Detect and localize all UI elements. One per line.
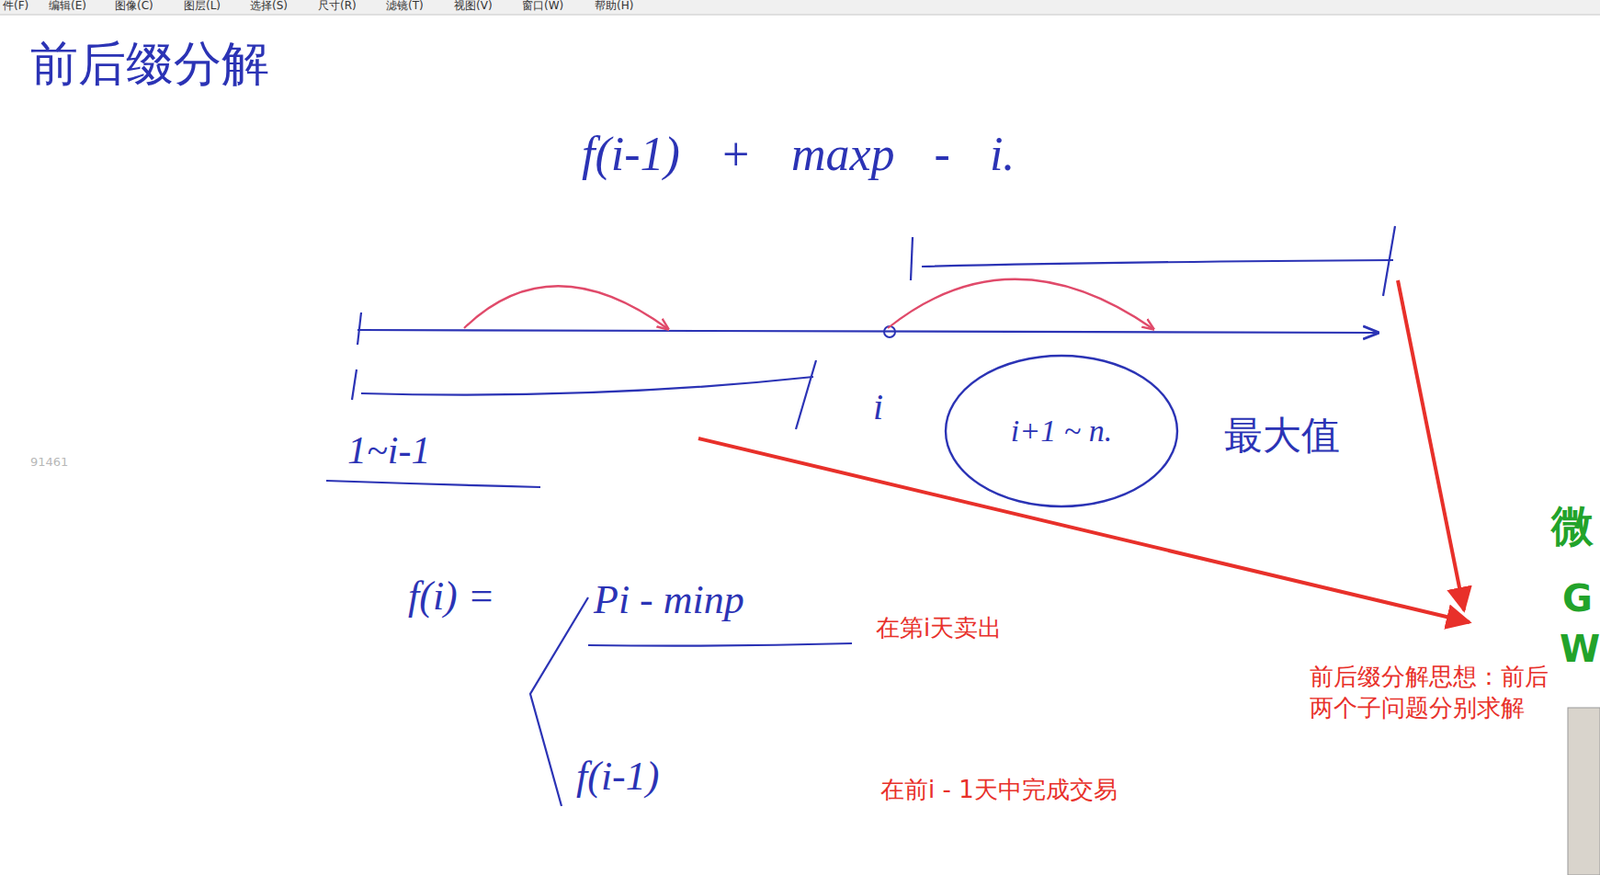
underline — [588, 643, 852, 647]
suffix-bracket — [921, 260, 1394, 267]
menu-item: 视图(V) — [453, 0, 493, 13]
callout-note: 前后缀分解思想：前后两个子问题分别求解 — [1309, 661, 1556, 725]
annotation: 在第i天卖出 — [875, 614, 1002, 643]
watermark: W — [1559, 627, 1600, 670]
time-axis — [357, 329, 1378, 333]
formula: f(i) = — [408, 573, 495, 621]
range-ellipse: i+1 ~ n. — [943, 353, 1180, 509]
formula: Pi - minp — [593, 577, 745, 625]
note: 最大值 — [1224, 413, 1340, 458]
menu-item: 窗口(W) — [521, 0, 564, 13]
menu-bar — [0, 0, 1600, 15]
menu-item: 图像(C) — [114, 0, 154, 13]
formula: f(i-1) — [576, 753, 659, 801]
menu-item: 图层(L) — [183, 0, 221, 13]
watermark: G — [1562, 577, 1593, 620]
callout-arrow — [698, 438, 1470, 623]
watermark: 91461 — [30, 455, 69, 470]
menu-item: 选择(S) — [249, 0, 288, 13]
bracket-tick — [910, 237, 913, 281]
formula: f(i-1) + maxp - i. — [581, 126, 1015, 182]
bracket-tick — [351, 369, 357, 400]
presenter-video — [1567, 707, 1600, 875]
menu-border — [0, 14, 1600, 16]
annotation: 在前i - 1天中完成交易 — [880, 776, 1118, 805]
menu-item: 帮助(H) — [594, 0, 634, 13]
prefix-bracket — [361, 376, 814, 396]
title: 前后缀分解 — [30, 36, 270, 92]
buy-sell-arc — [464, 285, 669, 330]
bracket-tick — [1383, 226, 1396, 296]
range-text: i+1 ~ n. — [1010, 413, 1113, 449]
underline — [326, 480, 541, 488]
buy-sell-arc — [887, 279, 1154, 330]
bracket-tick — [795, 360, 817, 430]
axis-start-tick — [357, 312, 362, 345]
menu-item: 编辑(E) — [48, 0, 87, 13]
menu-item: 尺寸(R) — [317, 0, 357, 13]
range-label: 1~i-1 — [347, 428, 431, 473]
menu-item: 件(F) — [2, 0, 29, 13]
callout-arrow — [1397, 280, 1464, 611]
menu-item: 滤镜(T) — [385, 0, 424, 13]
ellipse-shape — [945, 355, 1178, 507]
presenter-video-frame — [1567, 707, 1600, 875]
index-label: i — [873, 385, 884, 429]
watermark: 微 — [1551, 501, 1594, 551]
